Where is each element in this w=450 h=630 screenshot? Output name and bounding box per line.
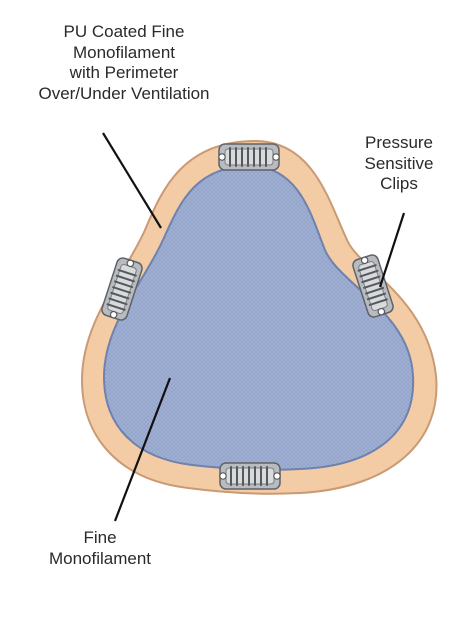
pu-coated-leader	[102, 132, 162, 229]
pressure-clips-label-line: Pressure	[364, 133, 434, 152]
top-clip	[217, 143, 281, 171]
pressure-clips-label-line: Sensitive	[364, 153, 434, 173]
bottom-clip	[218, 462, 282, 490]
pu-coated-label-line: Monofilament	[72, 42, 176, 62]
fine-leader	[113, 377, 172, 522]
pressure-clips-label: Pressure Sensitive Clips	[354, 133, 444, 195]
pu-coated-label-line: with Perimeter	[69, 63, 179, 82]
fine-monofilament-label: Fine Monofilament	[20, 528, 180, 569]
fine-monofilament-label-line: Monofilament	[48, 548, 152, 568]
pu-coated-label-line: PU Coated Fine	[63, 22, 185, 41]
clips-leader	[378, 212, 406, 288]
pu-coated-label-line: Over/Under Ventilation	[38, 83, 210, 103]
pressure-clips-label-line: Clips	[380, 174, 418, 193]
pu-coated-label: PU Coated Fine Monofilament with Perimet…	[8, 22, 240, 104]
fine-monofilament-label-line: Fine	[83, 528, 117, 547]
